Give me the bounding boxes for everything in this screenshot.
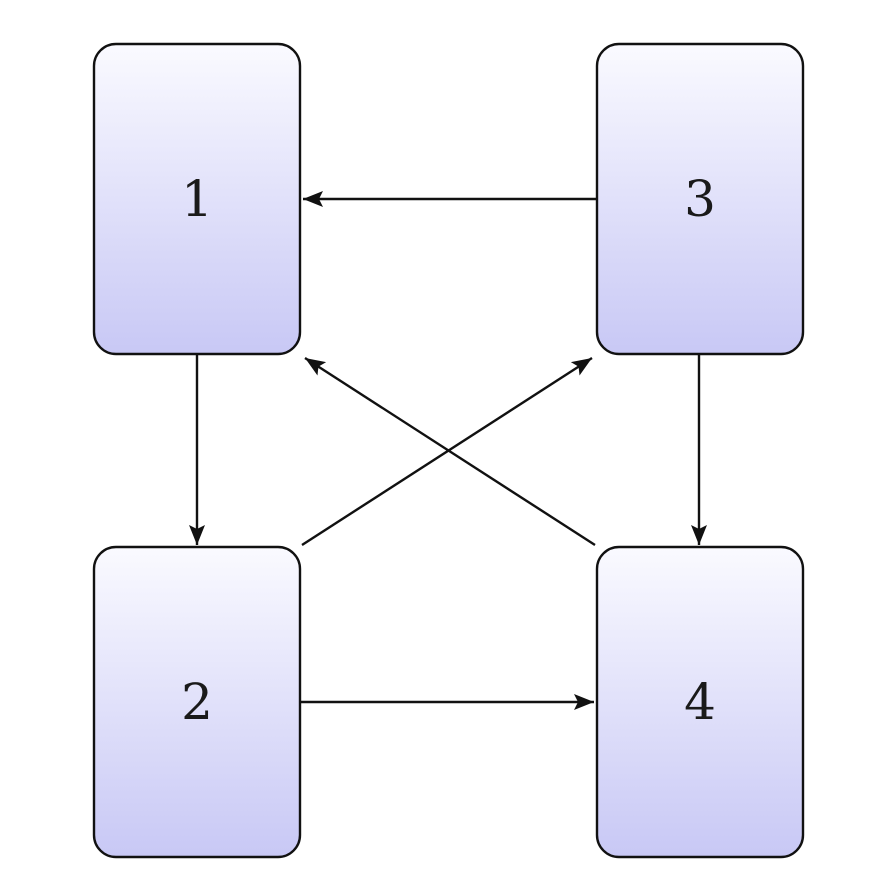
node-2-box: [92, 545, 302, 859]
edges-layer: [189, 191, 707, 710]
node-4-box: [595, 545, 805, 859]
node-4: 4: [595, 545, 805, 859]
node-2-label: 2: [181, 673, 213, 731]
node-4-label: 4: [684, 673, 716, 731]
nodes-layer: 1 3 2 4: [92, 42, 805, 859]
edge-2-to-3: [301, 356, 593, 547]
node-1-label: 1: [181, 170, 213, 228]
node-2: 2: [92, 545, 302, 859]
edge-4-to-1: [304, 356, 596, 547]
node-1: 1: [92, 42, 302, 356]
node-3-label: 3: [684, 170, 716, 228]
node-1-box: [92, 42, 302, 356]
node-3: 3: [595, 42, 805, 356]
node-3-box: [595, 42, 805, 356]
